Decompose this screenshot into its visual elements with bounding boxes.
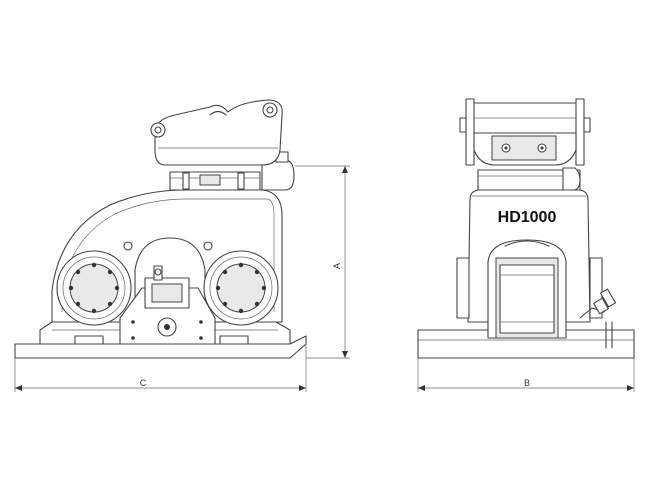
side-motor-bracket [119,265,216,345]
side-rotator [169,151,295,191]
dimension-c [14,344,307,392]
side-mount-bracket [150,99,283,166]
front-mount-bracket [459,98,591,166]
front-view: HD1000 [417,98,635,392]
side-left-wheel [56,250,132,326]
front-hydraulic-fittings [579,288,617,349]
dimension-a-label: A [332,263,342,269]
model-label: HD1000 [498,209,557,226]
side-view: A C [14,99,350,392]
front-rotator [477,167,581,191]
dimension-b-label: B [524,378,530,388]
dimension-b [417,358,635,392]
side-right-wheel [203,250,279,326]
front-motor-unit [487,239,567,339]
dimension-a [295,165,350,359]
dimension-c-label: C [140,378,147,388]
